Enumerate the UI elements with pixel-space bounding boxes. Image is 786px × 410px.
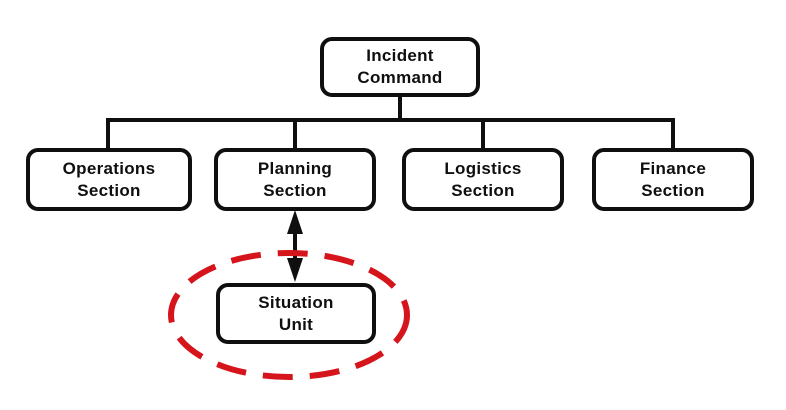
node-label-line: Section <box>77 180 141 200</box>
node-situation-unit: Situation Unit <box>216 283 376 344</box>
node-label-line: Finance <box>639 158 707 178</box>
node-label-line: Planning <box>257 158 333 178</box>
node-label-line: Situation <box>258 292 334 312</box>
connector-tree <box>106 95 675 148</box>
highlight-ellipse <box>168 250 410 380</box>
node-label-line: Logistics <box>444 158 522 178</box>
node-planning-section: Planning Section <box>214 148 376 211</box>
node-label-line: Section <box>451 180 515 200</box>
node-label-line: Section <box>641 180 705 200</box>
node-incident-command: Incident Command <box>320 37 480 97</box>
node-finance-section: Finance Section <box>592 148 754 211</box>
node-label-line: Unit <box>278 314 314 334</box>
node-operations-section: Operations Section <box>26 148 192 211</box>
double-arrow-head-up <box>287 210 303 234</box>
double-arrow-head-down <box>287 258 303 282</box>
node-label-line: Section <box>263 180 327 200</box>
node-label-line: Operations <box>62 158 156 178</box>
node-label-line: Incident <box>366 46 434 66</box>
node-logistics-section: Logistics Section <box>402 148 564 211</box>
node-label-line: Command <box>357 68 443 87</box>
